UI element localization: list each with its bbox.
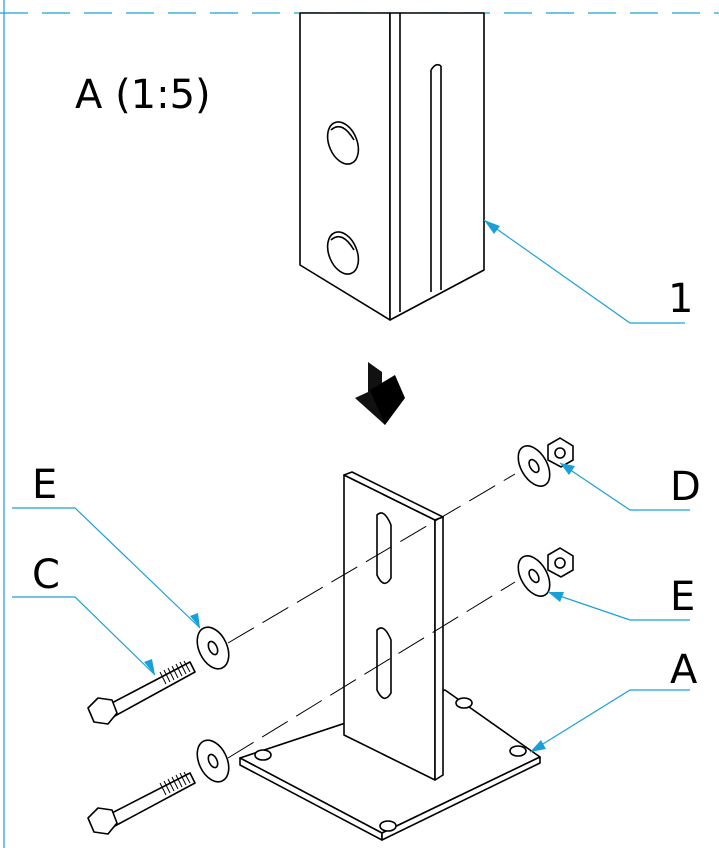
leader-arrowheads [144, 220, 575, 752]
callout-washer-right: E [670, 574, 695, 620]
view-title: A (1:5) [75, 72, 211, 118]
base-plate [239, 689, 541, 841]
washer-bottom-left [196, 739, 230, 783]
bolt-bottom [87, 771, 196, 835]
callout-bolt: C [32, 552, 60, 598]
upright-bracket [343, 471, 444, 781]
callout-post: 1 [668, 276, 693, 322]
assembly-center-lines [227, 473, 516, 759]
down-arrow-icon [355, 362, 405, 425]
bolt-top [87, 660, 196, 725]
callout-nut: D [670, 464, 701, 510]
nut-bottom-right [547, 547, 574, 578]
washer-bottom-right [517, 555, 551, 597]
callout-washer-left: E [32, 462, 57, 508]
washer-top-left [196, 626, 230, 670]
post-part [299, 12, 485, 321]
callout-base: A [670, 647, 698, 693]
washer-top-right [517, 445, 551, 487]
leader-lines [12, 219, 690, 753]
nut-top-right [547, 437, 574, 468]
